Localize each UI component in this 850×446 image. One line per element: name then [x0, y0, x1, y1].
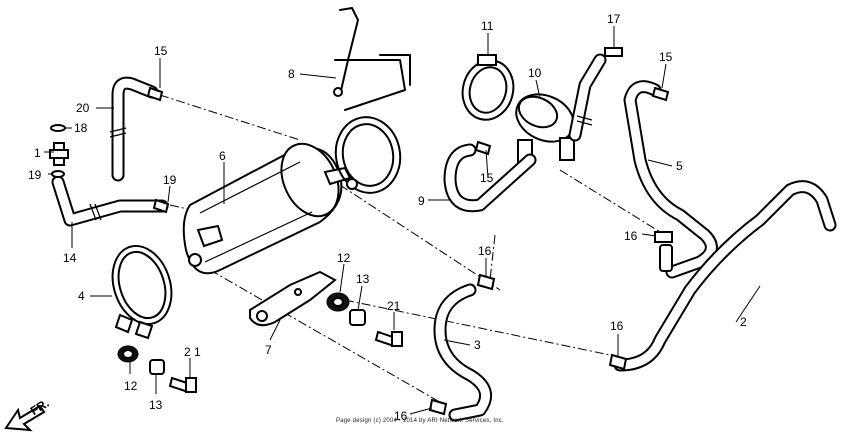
part-5-hose: [623, 80, 718, 279]
part-15-clip-c: [651, 86, 670, 102]
callout-19b: 19: [163, 173, 177, 187]
part-6-canister: [182, 142, 352, 275]
callout-13b: 13: [356, 272, 370, 286]
part-9-tube: [443, 143, 537, 213]
hose-connector: [659, 244, 673, 272]
part-16-clip-a: [654, 231, 673, 243]
front-direction-arrow-icon: [4, 404, 46, 432]
callout-6: 6: [219, 149, 226, 163]
part-15-clip-a: [146, 86, 164, 102]
part-19-clip-a: [51, 170, 65, 178]
callout-21b: 2 1: [184, 345, 201, 359]
callout-16b: 16: [610, 319, 624, 333]
callout-14: 14: [63, 251, 77, 265]
part-17-clip: [604, 47, 623, 57]
callouts: 20 15 18 1 19 19 14 6 4 8 11 10 17 15 5 …: [28, 12, 747, 423]
callout-7: 7: [265, 343, 272, 357]
callout-10: 10: [528, 66, 542, 80]
part-16-clip-c: [476, 273, 496, 291]
part-12-grommet-a: [117, 345, 139, 363]
part-21-bolt-a: [168, 376, 197, 394]
part-7-bracket: [249, 270, 337, 327]
part-21-bolt-b: [374, 330, 403, 348]
callout-18: 18: [74, 121, 88, 135]
part-13-collar-a: [149, 359, 165, 375]
callout-15b: 15: [480, 171, 494, 185]
callout-17: 17: [607, 12, 621, 26]
part-18-clip: [50, 124, 66, 132]
valve-upper-hose: [568, 53, 607, 142]
part-2-hose: [613, 180, 837, 372]
callout-5: 5: [676, 159, 683, 173]
callout-15a: 15: [154, 44, 168, 58]
callout-21a: 21: [387, 299, 401, 313]
callout-8: 8: [288, 67, 295, 81]
part-15-clip-b: [474, 140, 492, 156]
callout-12b: 12: [337, 251, 351, 265]
callout-4: 4: [78, 289, 85, 303]
part-1-joint: [49, 142, 69, 166]
callout-12a: 12: [124, 379, 138, 393]
part-10-valve: [515, 93, 575, 163]
part-16-clip-b: [608, 353, 628, 371]
part-14-tube: [51, 175, 169, 227]
callout-13a: 13: [149, 398, 163, 412]
leader-lines: [44, 26, 761, 415]
copyright-notice: Page design (c) 2004 - 2014 by ARI Netwo…: [336, 418, 504, 424]
part-20-tube: [109, 76, 159, 182]
part-12-grommet-b: [326, 292, 350, 312]
part-11-ring: [461, 54, 515, 121]
part-16-clip-d: [428, 398, 448, 416]
callout-16a: 16: [624, 229, 638, 243]
callout-16d: 16: [394, 409, 408, 423]
part-19-clip-b: [152, 198, 170, 214]
callout-11: 11: [481, 19, 494, 33]
callout-16c: 16: [478, 244, 492, 258]
callout-19a: 19: [28, 168, 42, 182]
part-13-collar-b: [349, 309, 366, 326]
part-3-hose: [433, 283, 493, 422]
callout-15c: 15: [659, 50, 673, 64]
callout-9: 9: [418, 194, 425, 208]
callout-3: 3: [474, 338, 481, 352]
callout-20: 20: [76, 101, 90, 115]
callout-1: 1: [34, 146, 41, 160]
assembly-guide-lines: [159, 94, 666, 406]
part-8-bracket: [333, 7, 411, 194]
part-4-band: [111, 244, 173, 340]
callout-2: 2: [740, 315, 747, 329]
